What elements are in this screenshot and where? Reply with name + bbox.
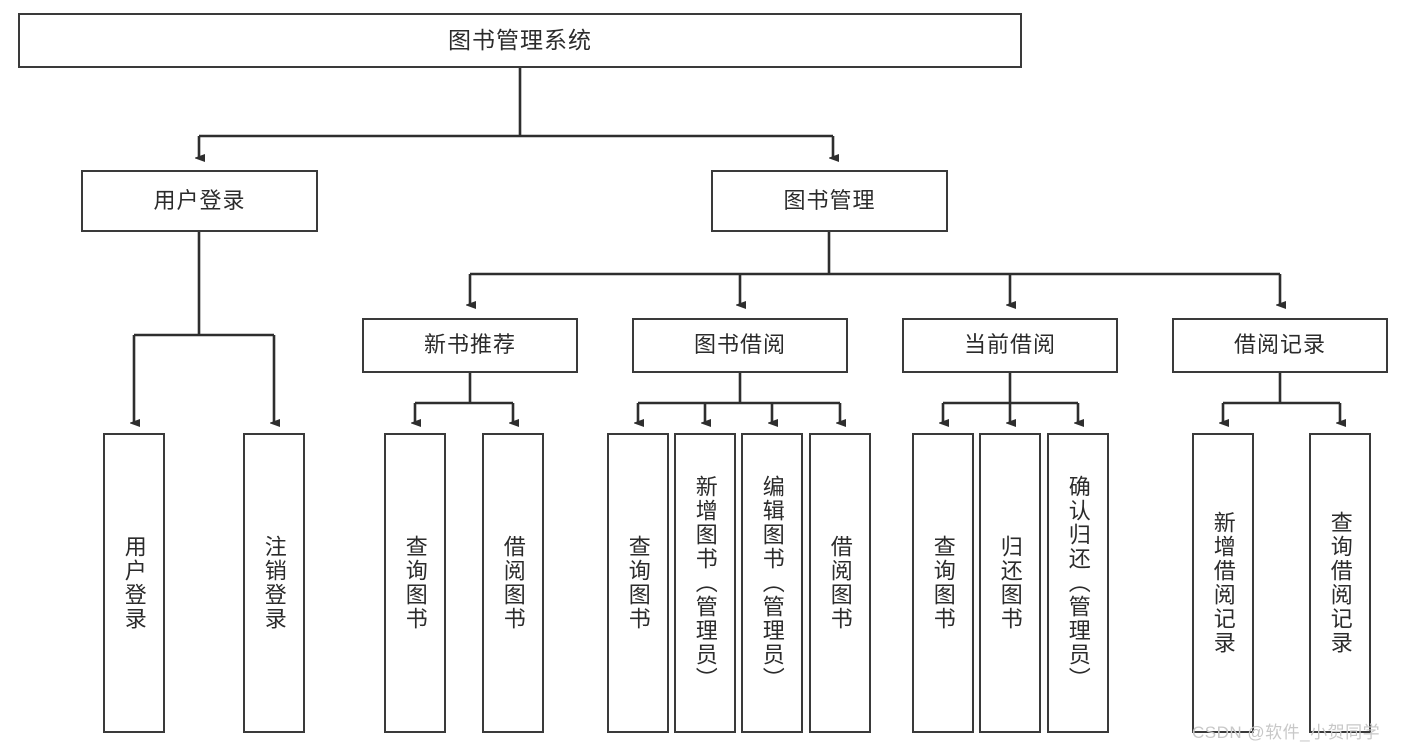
node-label: 编辑图书（管理员）	[759, 475, 785, 691]
node-label: 图书借阅	[693, 332, 786, 358]
node-label: 新增借阅记录	[1210, 511, 1236, 655]
node-label: 查询图书	[930, 535, 956, 631]
leaf-borrow-record-query-record[interactable]: 查询借阅记录	[1309, 433, 1371, 733]
leaf-book-borrow-add-book[interactable]: 新增图书（管理员）	[674, 433, 736, 733]
leaf-current-borrow-return-book[interactable]: 归还图书	[979, 433, 1041, 733]
node-label: 归还图书	[997, 535, 1023, 631]
leaf-new-book-query-book[interactable]: 查询图书	[384, 433, 446, 733]
node-label: 图书管理系统	[448, 26, 592, 53]
node-label: 查询图书	[402, 535, 428, 631]
leaf-user-login-login[interactable]: 用户登录	[103, 433, 165, 733]
watermark-csdn: CSDN @软件_小贺同学	[1192, 723, 1381, 742]
node-label: 用户登录	[121, 535, 147, 631]
leaf-current-borrow-query-book[interactable]: 查询图书	[912, 433, 974, 733]
leaf-borrow-record-add-record[interactable]: 新增借阅记录	[1192, 433, 1254, 733]
node-label: 确认归还（管理员）	[1065, 475, 1091, 691]
node-current-borrow[interactable]: 当前借阅	[902, 318, 1118, 373]
node-label: 查询图书	[625, 535, 651, 631]
node-label: 查询借阅记录	[1327, 511, 1353, 655]
node-root-book-management-system[interactable]: 图书管理系统	[18, 13, 1022, 68]
node-user-login[interactable]: 用户登录	[81, 170, 318, 232]
leaf-new-book-borrow-book[interactable]: 借阅图书	[482, 433, 544, 733]
node-new-book-recommend[interactable]: 新书推荐	[362, 318, 578, 373]
node-book-borrow[interactable]: 图书借阅	[632, 318, 848, 373]
node-label: 图书管理	[783, 187, 876, 213]
node-label: 借阅记录	[1233, 332, 1326, 358]
node-label: 借阅图书	[827, 535, 853, 631]
node-label: 用户登录	[153, 187, 246, 213]
leaf-book-borrow-edit-book[interactable]: 编辑图书（管理员）	[741, 433, 803, 733]
node-book-management[interactable]: 图书管理	[711, 170, 948, 232]
leaf-current-borrow-confirm-return[interactable]: 确认归还（管理员）	[1047, 433, 1109, 733]
node-label: 新增图书（管理员）	[692, 475, 718, 691]
leaf-book-borrow-borrow-book[interactable]: 借阅图书	[809, 433, 871, 733]
node-label: 借阅图书	[500, 535, 526, 631]
node-label: 当前借阅	[963, 332, 1056, 358]
leaf-user-login-logout[interactable]: 注销登录	[243, 433, 305, 733]
node-label: 注销登录	[261, 535, 287, 631]
leaf-book-borrow-query-book[interactable]: 查询图书	[607, 433, 669, 733]
node-label: 新书推荐	[423, 332, 516, 358]
node-borrow-record[interactable]: 借阅记录	[1172, 318, 1388, 373]
